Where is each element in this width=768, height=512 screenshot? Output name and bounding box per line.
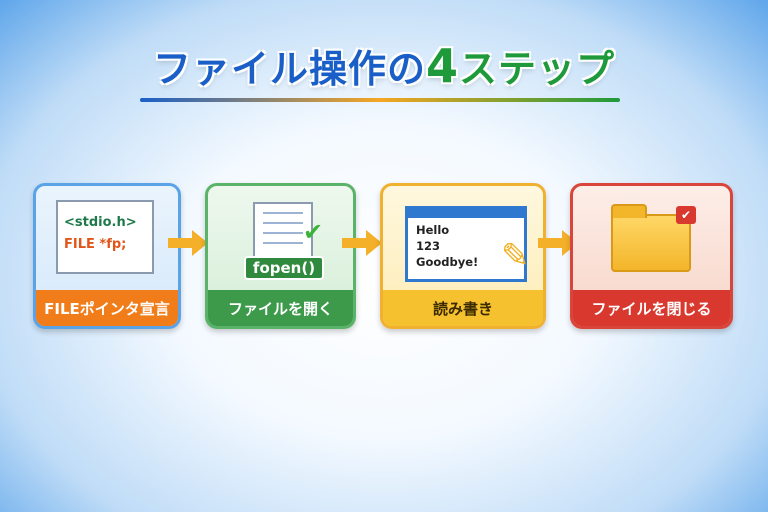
step-label: ファイルを開く [208,290,353,326]
step-card-read-write: Hello 123 Goodbye! ✎ 読み書き [380,183,546,329]
title-number: 4 [425,39,459,93]
step-label: ファイルを閉じる [573,290,730,326]
step-card-declare: <stdio.h> FILE *fp; FILEポインタ宣言 [33,183,181,329]
step-label: 読み書き [383,290,543,326]
code-declaration: FILE *fp; [64,237,127,252]
code-include: <stdio.h> [64,215,137,230]
checkbox-icon: ✔ [676,206,696,224]
step-card-open: ✔ fopen() ファイルを開く [205,183,356,329]
pencil-icon: ✎ [501,236,530,276]
arrow-icon [168,230,208,256]
title: ファイル操作の4ステップ [0,38,768,93]
title-tail: ステップ [459,47,616,91]
text-line: 123 [416,239,441,253]
fopen-badge: fopen() [244,256,324,280]
text-window: Hello 123 Goodbye! [405,206,527,282]
title-main: ファイル操作の [152,47,426,91]
code-snippet: <stdio.h> FILE *fp; [56,200,154,274]
text-line: Hello [416,223,450,237]
text-line: Goodbye! [416,255,479,269]
title-underline [140,98,620,102]
document-icon [253,202,313,260]
checkmark-icon: ✔ [303,218,324,246]
arrow-icon [538,230,578,256]
step-label: FILEポインタ宣言 [36,290,178,326]
step-card-close: ✔ ファイルを閉じる [570,183,733,329]
arrow-icon [342,230,382,256]
